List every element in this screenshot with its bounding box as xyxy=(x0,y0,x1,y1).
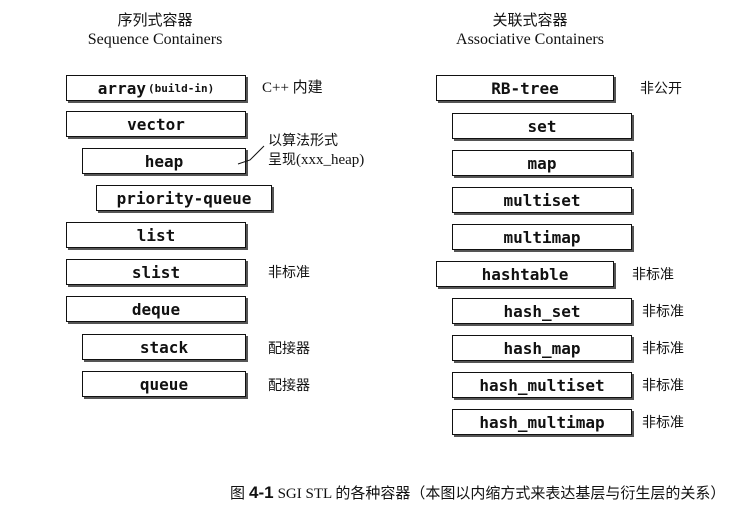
assoc-note-rb-tree: 非公开 xyxy=(640,81,682,97)
assoc-box-multiset-label: multiset xyxy=(503,190,581,210)
assoc-box-set: set xyxy=(452,113,632,139)
assoc-note-hash-map: 非标准 xyxy=(642,341,684,357)
heap-callout-line1: 以算法形式 xyxy=(268,133,338,149)
seq-note-queue: 配接器 xyxy=(268,378,310,394)
heap-callout-line2: 呈现(xxx_heap) xyxy=(268,151,364,170)
assoc-note-hash-multiset: 非标准 xyxy=(642,378,684,394)
assoc-box-hash-multimap-label: hash_multimap xyxy=(479,412,605,432)
assoc-note-hashtable: 非标准 xyxy=(632,267,674,283)
seq-box-queue-label: queue xyxy=(139,374,189,394)
associative-heading: 关联式容器 Associative Containers xyxy=(430,10,630,50)
heap-callout-line xyxy=(237,145,265,165)
seq-box-heap: heap xyxy=(82,148,246,174)
assoc-box-rb-tree: RB-tree xyxy=(436,75,614,101)
sequence-title-en: Sequence Containers xyxy=(87,31,223,48)
seq-box-stack: stack xyxy=(82,334,246,360)
seq-box-slist: slist xyxy=(66,259,246,285)
caption-text: SGI STL 的各种容器（本图以内缩方式来表达基层与衍生层的关系） xyxy=(277,486,726,502)
heap-callout-line2-zh: 呈现 xyxy=(268,152,296,168)
seq-note-stack: 配接器 xyxy=(268,341,310,357)
seq-box-array-label: array xyxy=(97,78,146,98)
assoc-box-hash-map: hash_map xyxy=(452,335,632,361)
assoc-box-hashtable-label: hashtable xyxy=(481,264,569,284)
heap-callout: 以算法形式 呈现(xxx_heap) xyxy=(268,132,364,170)
assoc-box-multimap: multimap xyxy=(452,224,632,250)
seq-box-array: array(build-in) xyxy=(66,75,246,101)
assoc-box-rb-tree-label: RB-tree xyxy=(491,78,559,98)
assoc-box-map: map xyxy=(452,150,632,176)
seq-box-queue: queue xyxy=(82,371,246,397)
assoc-box-hash-set: hash_set xyxy=(452,298,632,324)
assoc-box-hash-set-label: hash_set xyxy=(503,301,581,321)
caption-number: 4-1 xyxy=(249,483,274,502)
assoc-note-hash-set: 非标准 xyxy=(642,304,684,320)
assoc-note-hash-multimap: 非标准 xyxy=(642,415,684,431)
seq-box-list: list xyxy=(66,222,246,248)
associative-title-zh: 关联式容器 xyxy=(492,11,568,29)
seq-box-list-label: list xyxy=(136,225,176,245)
assoc-box-hash-map-label: hash_map xyxy=(503,338,581,358)
assoc-box-hash-multiset-label: hash_multiset xyxy=(479,375,605,395)
seq-note-slist: 非标准 xyxy=(268,265,310,281)
assoc-box-hash-multiset: hash_multiset xyxy=(452,372,632,398)
seq-box-array-sub: (build-in) xyxy=(147,81,215,95)
assoc-box-map-label: map xyxy=(527,153,557,173)
seq-box-deque-label: deque xyxy=(131,299,181,319)
seq-box-priority-queue: priority-queue xyxy=(96,185,272,211)
sequence-heading: 序列式容器 Sequence Containers xyxy=(60,10,250,50)
seq-box-stack-label: stack xyxy=(139,337,189,357)
assoc-box-set-label: set xyxy=(527,116,557,136)
seq-box-vector: vector xyxy=(66,111,246,137)
assoc-box-multiset: multiset xyxy=(452,187,632,213)
assoc-box-multimap-label: multimap xyxy=(503,227,581,247)
associative-title-en: Associative Containers xyxy=(456,31,604,48)
caption-prefix: 图 xyxy=(230,484,246,502)
seq-box-slist-label: slist xyxy=(131,262,181,282)
assoc-box-hash-multimap: hash_multimap xyxy=(452,409,632,435)
heap-callout-line2-en: (xxx_heap) xyxy=(296,152,365,168)
sequence-title-zh: 序列式容器 xyxy=(117,11,193,29)
seq-note-array: C++ 内建 xyxy=(262,80,323,96)
seq-box-deque: deque xyxy=(66,296,246,322)
seq-box-heap-label: heap xyxy=(144,151,184,171)
seq-box-vector-label: vector xyxy=(127,114,185,134)
seq-box-priority-queue-label: priority-queue xyxy=(116,188,252,208)
assoc-box-hashtable: hashtable xyxy=(436,261,614,287)
